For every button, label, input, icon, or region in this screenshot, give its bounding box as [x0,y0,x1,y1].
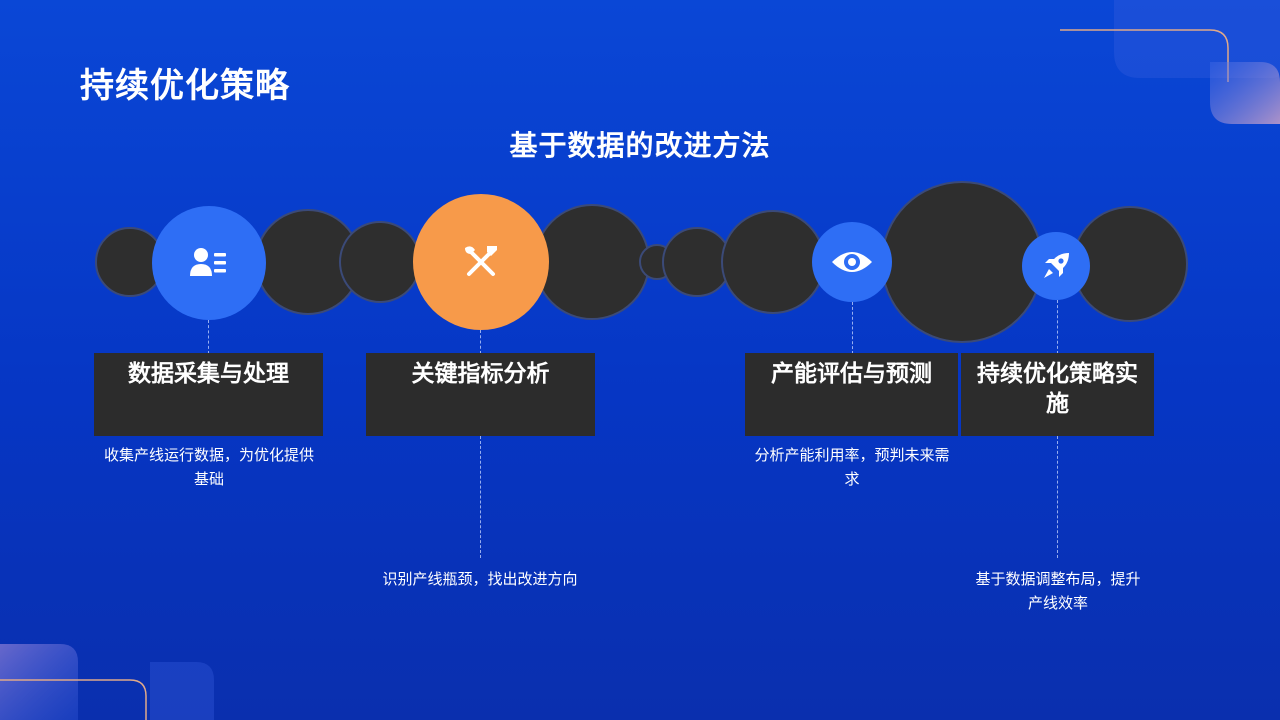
dark-circle [534,204,650,320]
step-3-description: 分析产能利用率，预判未来需求 [754,446,950,488]
top-right-decoration [1060,0,1280,124]
step-2-title: 关键指标分析 [366,353,595,436]
dark-circle [881,181,1043,343]
section-subtitle: 基于数据的改进方法 [509,129,771,162]
user-list-icon [190,248,226,276]
dark-circle [339,221,421,303]
dark-circle [662,227,732,297]
step-1-icon-circle [152,206,266,320]
step-1-title: 数据采集与处理 [94,353,323,436]
step-2-description: 识别产线瓶颈，找出改进方向 [382,570,578,588]
step-3-title: 产能评估与预测 [745,353,958,436]
dark-circle [639,244,675,280]
connector-line [480,330,481,354]
dark-circle [721,210,825,314]
dark-circle [1072,206,1188,322]
connector-line [208,320,209,354]
step-4-icon-circle [1022,232,1090,300]
connector-line [480,436,481,558]
step-3-icon-circle [812,222,892,302]
step-4-title: 持续优化策略实施 [961,353,1154,436]
dark-circle [255,209,361,315]
connector-line [1057,436,1058,558]
bottom-left-decoration [0,644,214,720]
connector-line [1057,300,1058,354]
rocket-icon [1044,253,1069,278]
step-2-icon-circle [413,194,549,330]
page-title: 持续优化策略 [80,66,290,106]
step-4-description: 基于数据调整布局，提升产线效率 [975,570,1141,612]
eye-icon [832,252,872,272]
step-1-description: 收集产线运行数据，为优化提供基础 [103,446,314,488]
connector-line [852,302,853,354]
tools-icon [465,246,497,276]
